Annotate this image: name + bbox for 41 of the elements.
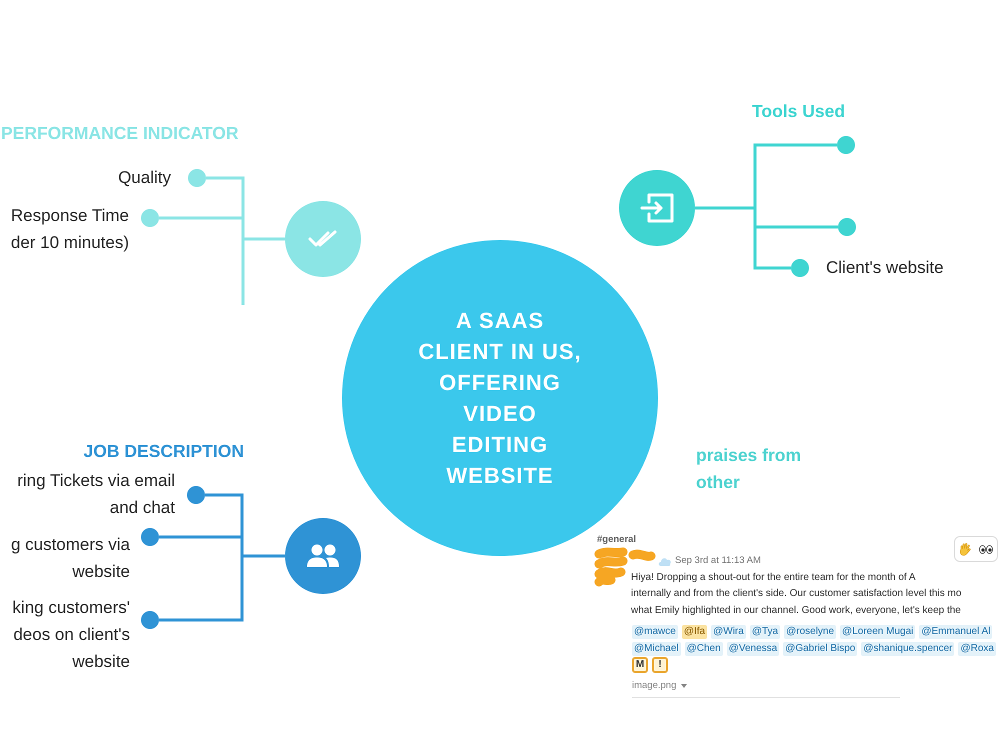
bullet-dot <box>187 486 205 504</box>
mention-tag: @Venessa <box>726 642 780 656</box>
bullet-dot <box>141 209 159 227</box>
message-text: internally and from the client's side. Our customer satisfaction level this mo <box>631 587 962 601</box>
mention-tag: @Loreen Mugai <box>840 625 916 639</box>
item-text: ring Tickets via email and chat <box>16 470 175 519</box>
mention-tag: @roselyne <box>784 625 836 639</box>
message-text: Hiya! Dropping a shout-out for the entire team for the month of A <box>631 571 916 585</box>
section-heading: Tools Used <box>752 100 846 123</box>
channel-name: #general <box>597 534 636 545</box>
section-heading: PERFORMANCE INDICATOR <box>1 122 240 145</box>
section-heading: JOB DESCRIPTION <box>82 440 244 463</box>
file-name: image.png <box>632 680 676 691</box>
bullet-dot <box>141 528 159 546</box>
mention-tag: @Wira <box>711 625 746 639</box>
mention-tag: @Ifa <box>682 625 708 639</box>
message-text: what Emily highlighted in our channel. Good work, everyone, let's keep the <box>631 604 961 618</box>
connector-line <box>159 554 285 622</box>
item-text: Quality <box>117 167 171 189</box>
bullet-dot <box>838 218 856 236</box>
item-text: Client's website <box>826 257 945 279</box>
item-text: king customers' deos on client's website <box>11 597 130 673</box>
mention-tag: @Tya <box>750 625 780 639</box>
bullet-dot <box>188 169 206 187</box>
bullet-dot <box>791 259 809 277</box>
bullet-dot <box>837 136 855 154</box>
timestamp: Sep 3rd at 11:13 AM <box>675 555 761 566</box>
mention-tag: @Gabriel Bispo <box>783 642 858 656</box>
mention-tag: @Chen <box>684 642 723 656</box>
mention-tag: @Roxa <box>958 642 996 656</box>
custom-emoji: M <box>632 657 648 673</box>
topic-title: A SAAS CLIENT IN US, OFFERING VIDEO EDITING WEBSITE <box>417 307 583 490</box>
mention-tag: @shanique.spencer <box>861 642 954 656</box>
custom-emoji: ! <box>652 657 668 673</box>
item-text: Response Time der 10 minutes) <box>10 205 129 254</box>
mention-tag: @Emmanuel Al <box>919 625 992 639</box>
section-heading: praises from other <box>696 444 802 494</box>
item-text: g customers via website <box>10 534 130 583</box>
mention-tag: @Michael <box>632 642 681 656</box>
mention-tag: @mawce <box>632 625 678 639</box>
bullet-dot <box>141 611 159 629</box>
